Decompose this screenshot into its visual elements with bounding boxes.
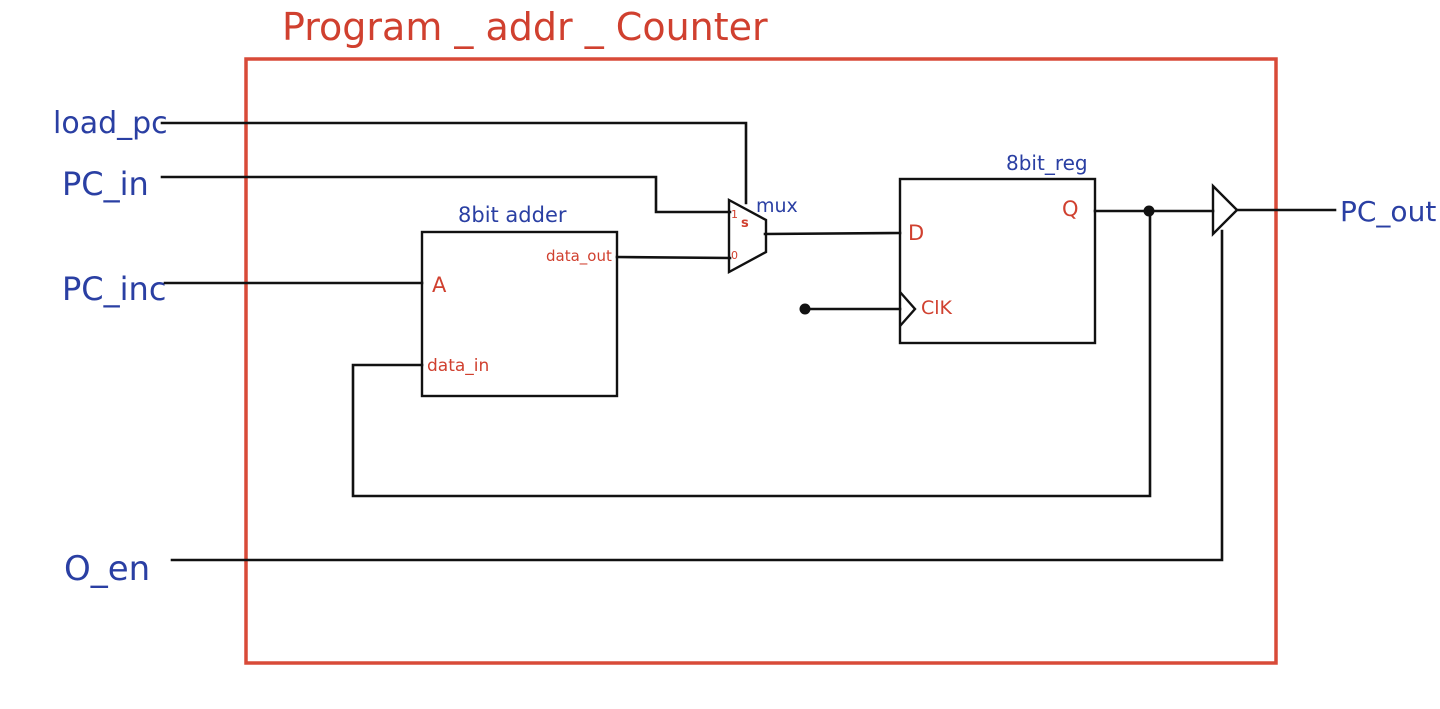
pc-inc-label: PC_inc bbox=[62, 270, 166, 308]
mux-to-reg-wire bbox=[763, 231, 902, 236]
pc-in-wire bbox=[160, 175, 732, 214]
module-boundary bbox=[244, 57, 1278, 665]
mux-block bbox=[727, 197, 768, 275]
mux-port-0: 0 bbox=[731, 249, 738, 262]
adder-block bbox=[420, 230, 619, 398]
adder-port-data-out: data_out bbox=[546, 247, 612, 266]
clock-triangle-icon bbox=[899, 291, 917, 327]
output-buffer-icon bbox=[1211, 183, 1239, 237]
feedback-wire bbox=[351, 209, 1152, 498]
register-port-q: Q bbox=[1062, 197, 1079, 221]
pc-out-label: PC_out bbox=[1340, 195, 1436, 228]
register-port-d: D bbox=[908, 221, 924, 245]
adder-port-data-in: data_in bbox=[427, 356, 489, 376]
register-title: 8bit_reg bbox=[1006, 151, 1088, 175]
o-en-label: O_en bbox=[64, 549, 150, 589]
mux-title: mux bbox=[756, 195, 798, 217]
pc-in-label: PC_in bbox=[62, 165, 149, 203]
clock-source-dot bbox=[799, 303, 811, 315]
adder-to-mux-wire bbox=[615, 255, 732, 260]
register-port-clk: ClK bbox=[921, 297, 953, 319]
o-en-wire bbox=[170, 229, 1224, 562]
module-title: Program _ addr _ Counter bbox=[282, 5, 768, 49]
mux-port-1: 1 bbox=[731, 208, 738, 221]
adder-title: 8bit adder bbox=[458, 203, 567, 227]
adder-port-a: A bbox=[432, 273, 447, 297]
feedback-junction-dot bbox=[1143, 205, 1155, 217]
load-pc-label: load_pc bbox=[53, 106, 168, 141]
mux-port-s: s bbox=[741, 216, 749, 231]
load-pc-wire bbox=[160, 121, 748, 205]
register-block bbox=[898, 177, 1097, 345]
